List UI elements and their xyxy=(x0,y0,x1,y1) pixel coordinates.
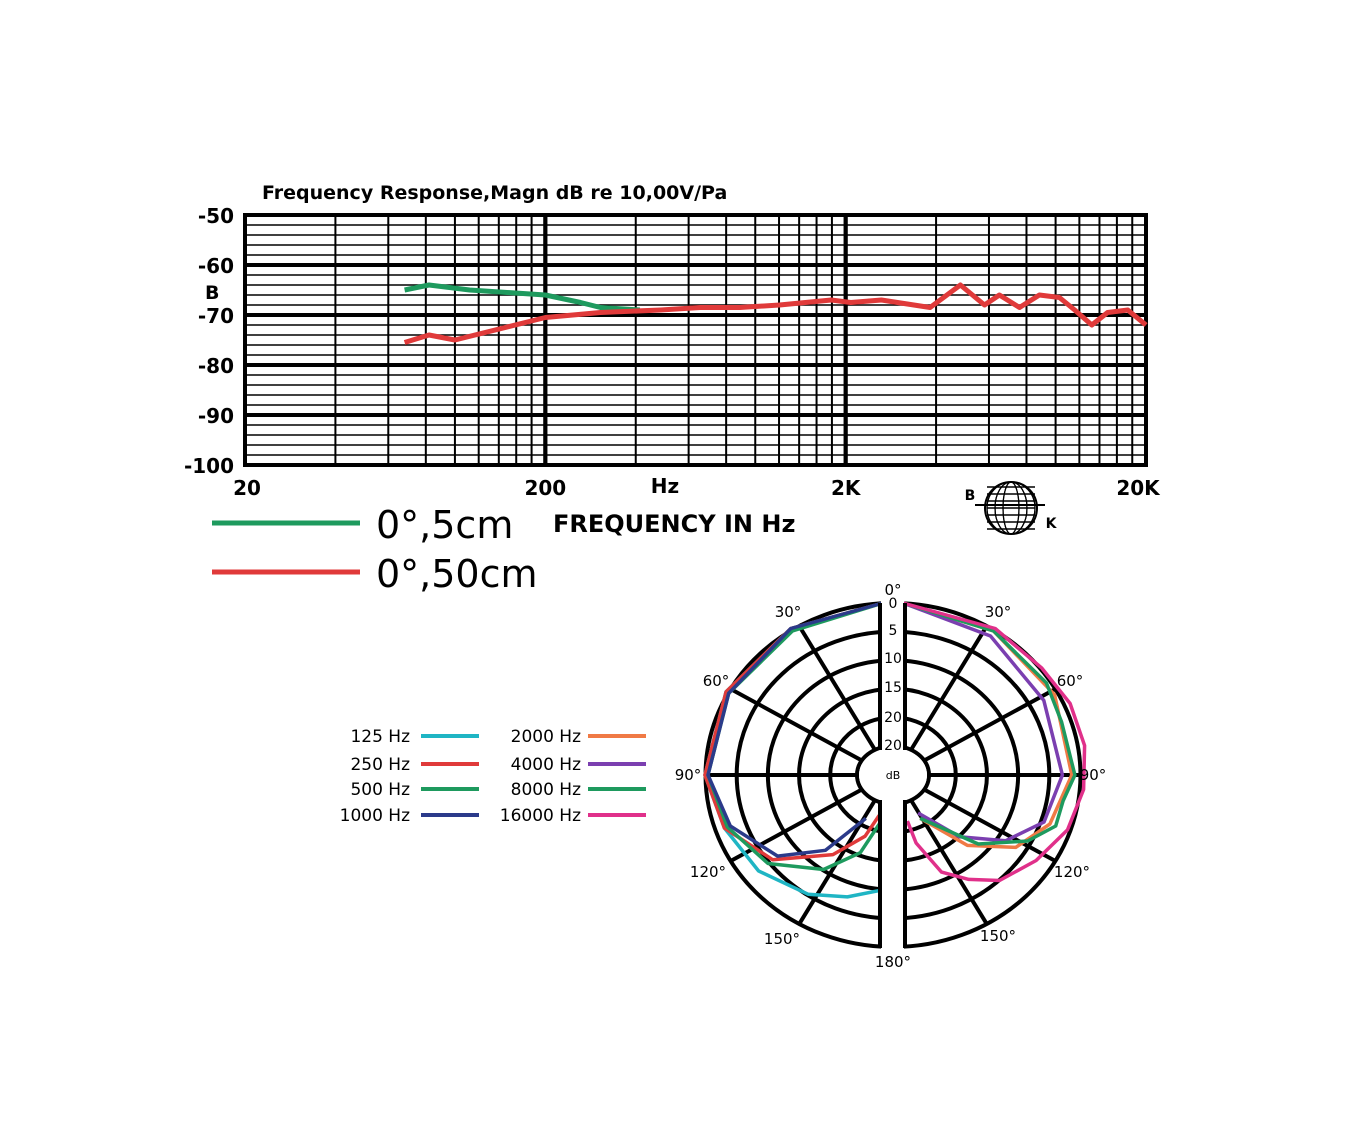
x-axis-title: FREQUENCY IN Hz xyxy=(553,510,795,538)
y-tick-label: -100 xyxy=(184,454,234,478)
x-unit-label: Hz xyxy=(651,474,679,498)
y-tick-label: -50 xyxy=(198,204,234,228)
polar-series-500hz xyxy=(706,601,884,872)
y-axis-label: B xyxy=(205,282,219,304)
polar-top-label: 0° xyxy=(884,581,901,599)
polar-angle-label: 180° xyxy=(875,953,911,971)
y-tick-label: -90 xyxy=(198,404,234,428)
legend-label: 0°,5cm xyxy=(376,503,513,547)
polar-series-1000hz xyxy=(706,601,884,858)
x-tick-label: 2K xyxy=(831,476,862,500)
polar-angle-label: 150° xyxy=(764,930,800,948)
x-tick-label: 200 xyxy=(524,476,566,500)
polar-center-label: dB xyxy=(886,769,901,782)
polar-spoke xyxy=(923,687,1057,763)
polar-series-16000hz xyxy=(902,601,1087,883)
y-tick-label: -70 xyxy=(198,304,234,328)
polar-series-8000hz xyxy=(902,601,1077,846)
radial-tick-label: 20 xyxy=(884,710,902,726)
polar-angle-label: 60° xyxy=(703,672,730,690)
polar-legend-label: 8000 Hz xyxy=(511,780,581,800)
polar-spoke xyxy=(729,687,863,763)
polar-spoke xyxy=(909,625,989,751)
logo-letter-k: K xyxy=(1046,516,1058,532)
plot-frame xyxy=(243,213,1148,467)
polar-legend-label: 1000 Hz xyxy=(340,806,410,826)
polar-legend-label: 2000 Hz xyxy=(511,727,581,747)
polar-angle-label: 120° xyxy=(1054,863,1090,881)
series-line-green xyxy=(404,282,641,313)
radial-tick-label: 5 xyxy=(889,623,898,639)
radial-tick-label: 15 xyxy=(884,680,902,696)
polar-angle-label: 30° xyxy=(985,603,1012,621)
polar-spoke xyxy=(797,625,877,751)
series-line-red xyxy=(403,282,1148,345)
radial-tick-label: 20 xyxy=(884,738,902,754)
polar-angle-label: 30° xyxy=(775,603,802,621)
x-tick-label: 20K xyxy=(1116,476,1161,500)
logo-meridian xyxy=(986,481,1036,535)
polar-legend-label: 250 Hz xyxy=(350,755,410,775)
x-tick-label: 20 xyxy=(233,476,261,500)
radial-tick-label: 0 xyxy=(889,596,898,612)
chart-title: Frequency Response,Magn dB re 10,00V/Pa xyxy=(262,182,727,204)
polar-spoke xyxy=(923,787,1057,863)
bk-logo xyxy=(975,481,1045,535)
polar-angle-label: 120° xyxy=(690,863,726,881)
polar-angle-label: 90° xyxy=(675,766,702,784)
legend-label: 0°,50cm xyxy=(376,552,538,596)
polar-legend-label: 16000 Hz xyxy=(500,806,581,826)
polar-legend-label: 500 Hz xyxy=(350,780,410,800)
logo-letter-b: B xyxy=(965,488,976,504)
polar-legend-label: 4000 Hz xyxy=(511,755,581,775)
y-tick-label: -60 xyxy=(198,254,234,278)
radial-tick-label: 10 xyxy=(884,651,902,667)
polar-legend-label: 125 Hz xyxy=(350,727,410,747)
frequency-grid xyxy=(243,213,1148,467)
polar-center-fill xyxy=(859,748,927,802)
polar-angle-label: 90° xyxy=(1080,766,1107,784)
y-tick-label: -80 xyxy=(198,354,234,378)
polar-angle-label: 60° xyxy=(1057,672,1084,690)
polar-angle-label: 150° xyxy=(980,927,1016,945)
